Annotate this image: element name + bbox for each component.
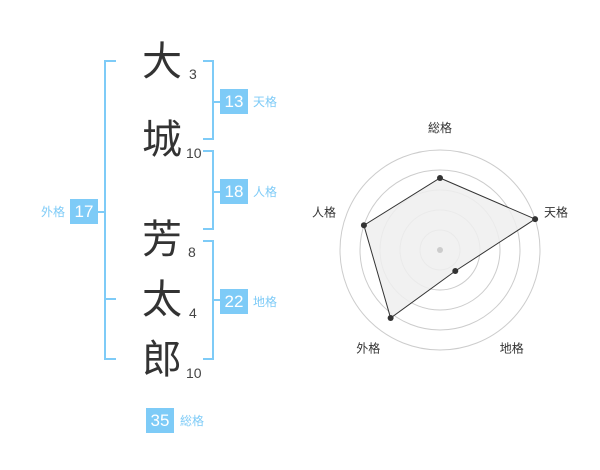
gaikaku-label: 外格	[41, 205, 66, 219]
stroke-count-5: 10	[186, 365, 202, 381]
gaikaku-bracket-tick	[104, 358, 116, 360]
stroke-count-1: 3	[189, 66, 197, 82]
tenkaku-bracket-tick	[203, 60, 214, 62]
radar-point	[532, 216, 539, 223]
name-char-3: 芳	[142, 217, 182, 263]
gaikaku-bracket-tick	[104, 298, 116, 300]
jinkaku-bracket-tick	[203, 150, 214, 152]
radar-point	[387, 314, 394, 321]
tenkaku-value-badge: 13	[220, 89, 248, 114]
tenkaku-bracket	[212, 60, 214, 140]
gaikaku-bracket	[104, 60, 106, 360]
stroke-count-2: 10	[186, 145, 202, 161]
radar-point	[360, 222, 367, 229]
jinkaku-bracket-stub	[212, 191, 220, 193]
gaikaku-value-badge: 17	[70, 199, 98, 224]
jinkaku-bracket	[212, 150, 214, 230]
radar-axis-label: 人格	[312, 204, 336, 219]
chikaku-label: 地格	[253, 295, 278, 309]
soukaku-label: 総格	[180, 414, 205, 428]
name-char-1: 大	[142, 39, 182, 85]
radar-polygon	[363, 177, 537, 319]
chikaku-bracket-tick	[203, 358, 214, 360]
chikaku-bracket-tick	[203, 240, 214, 242]
name-char-2: 城	[142, 117, 182, 163]
radar-axis-label: 天格	[544, 204, 568, 219]
name-char-4: 太	[142, 277, 182, 323]
stroke-count-4: 4	[189, 305, 197, 321]
tenkaku-bracket-stub	[212, 101, 220, 103]
radar-axis-label: 総格	[428, 120, 452, 135]
soukaku-value-badge: 35	[146, 408, 174, 433]
tenkaku-bracket-tick	[203, 138, 214, 140]
tenkaku-label: 天格	[253, 95, 278, 109]
jinkaku-label: 人格	[253, 185, 278, 199]
radar-point	[452, 268, 459, 275]
name-char-5: 郎	[142, 337, 182, 383]
stroke-count-3: 8	[188, 244, 196, 260]
jinkaku-value-badge: 18	[220, 179, 248, 204]
jinkaku-bracket-tick	[203, 228, 214, 230]
radar-center-dot	[437, 247, 443, 253]
gaikaku-bracket-stub	[98, 211, 106, 213]
chikaku-value-badge: 22	[220, 289, 248, 314]
chikaku-bracket-stub	[212, 299, 220, 301]
radar-axis-label: 地格	[500, 341, 524, 356]
radar-axis-label: 外格	[356, 341, 380, 356]
radar-point	[437, 175, 443, 181]
gaikaku-bracket-tick	[104, 60, 116, 62]
